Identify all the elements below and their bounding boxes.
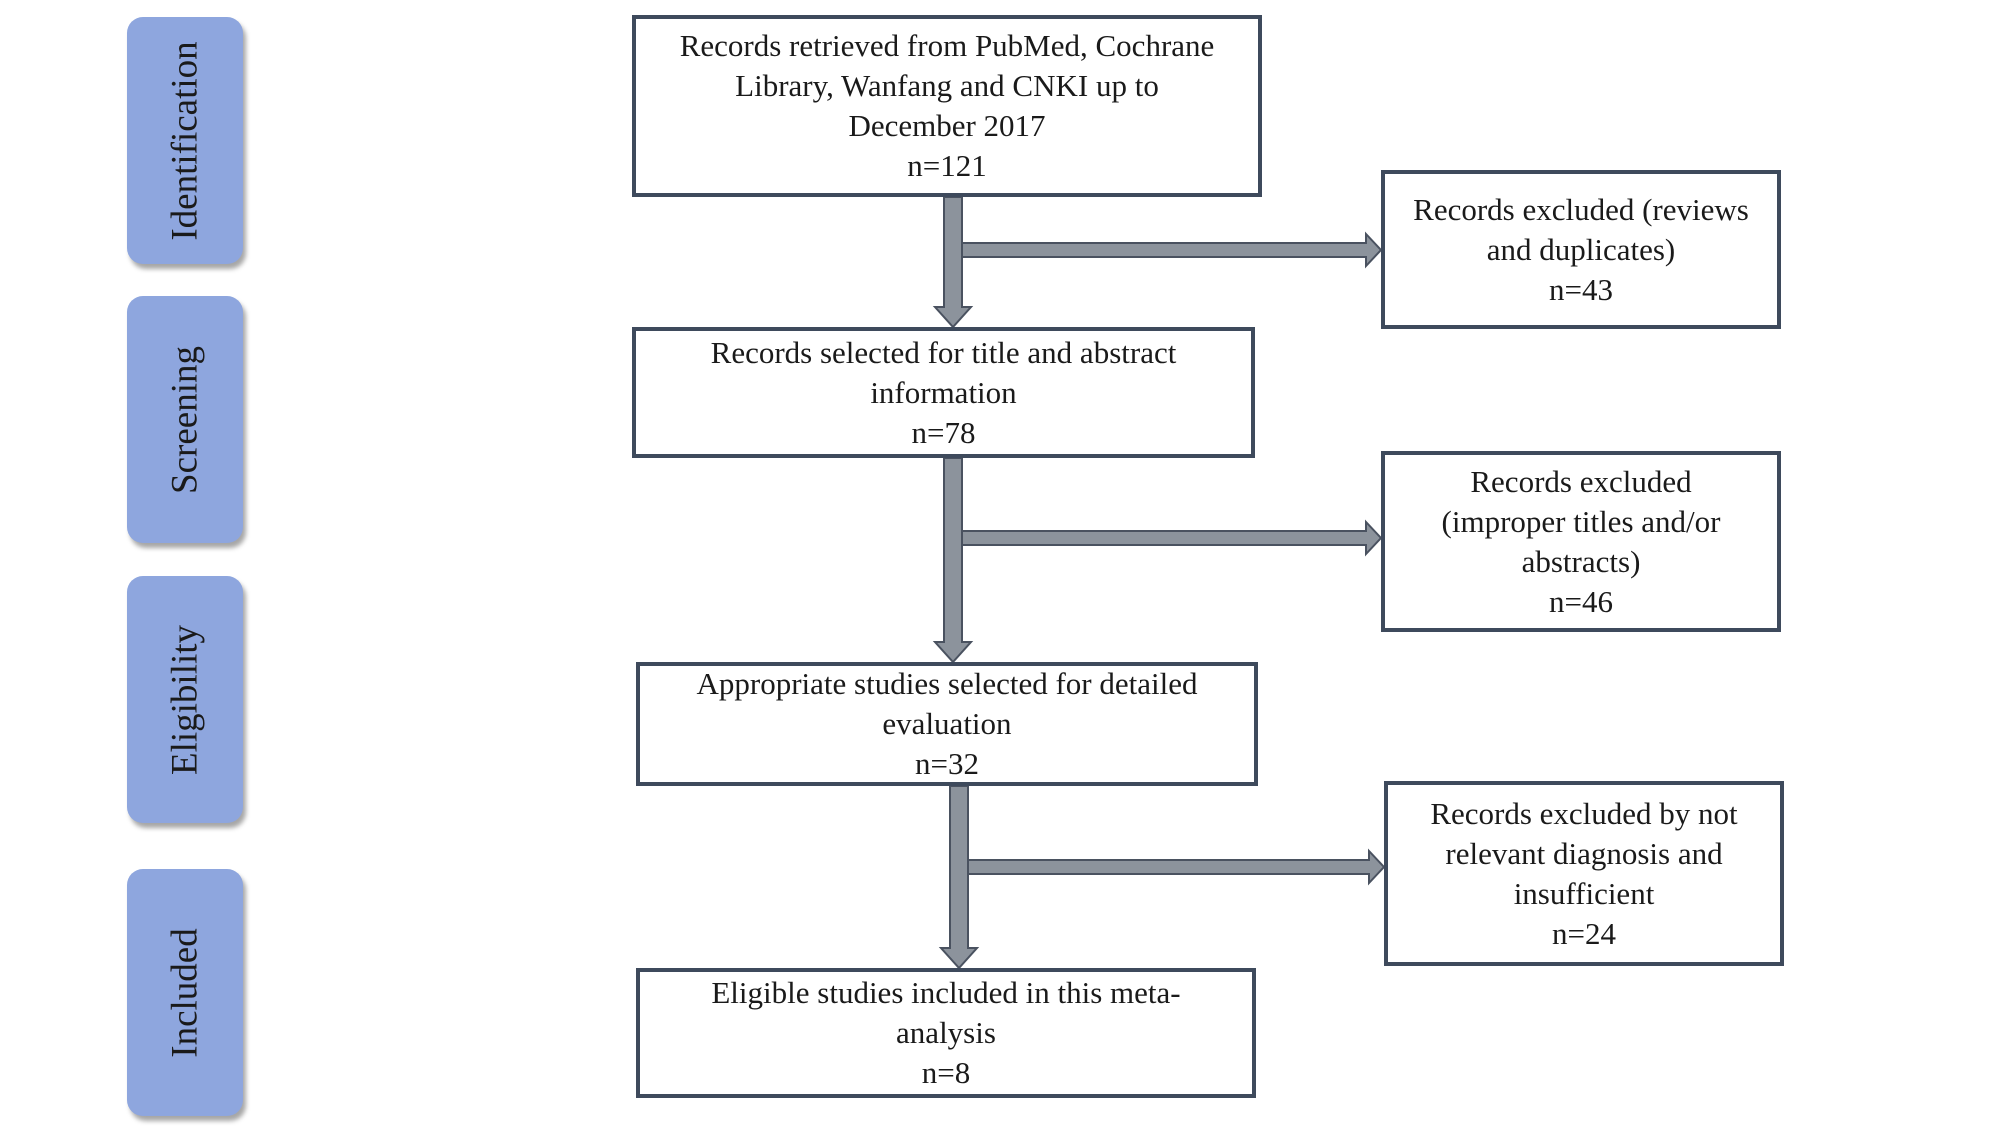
flow-box-records-selected: Records selected for title and abstract … xyxy=(632,327,1255,458)
box-text-line: abstracts) xyxy=(1521,543,1641,579)
box-count: n=121 xyxy=(907,148,987,183)
box-count: n=78 xyxy=(911,414,976,450)
exclusion-box-not-relevant: Records excluded by not relevant diagnos… xyxy=(1384,781,1784,966)
box-count: n=8 xyxy=(921,1055,971,1090)
flow-box-studies-evaluated: Appropriate studies selected for detaile… xyxy=(636,662,1258,786)
exclusion-box-improper-titles: Records excluded (improper titles and/or… xyxy=(1381,451,1781,632)
box-text-line: Records retrieved from PubMed, Cochrane xyxy=(679,28,1215,63)
right-arrow-3 xyxy=(967,848,1386,886)
box-text-line: Eligible studies included in this meta- xyxy=(711,975,1181,1010)
exclusion-box-reviews-duplicates: Records excluded (reviews and duplicates… xyxy=(1381,170,1781,329)
box-text-line: (improper titles and/or xyxy=(1441,503,1721,539)
box-text-line: and duplicates) xyxy=(1486,231,1676,267)
down-arrow-2 xyxy=(932,457,974,664)
stage-eligibility: Eligibility xyxy=(127,576,243,823)
box-text-line: Records excluded (reviews xyxy=(1413,191,1749,227)
down-arrow-3 xyxy=(938,785,980,970)
box-text-line: Library, Wanfang and CNKI up to xyxy=(735,68,1159,103)
box-text-line: Appropriate studies selected for detaile… xyxy=(696,666,1198,701)
box-count: n=32 xyxy=(915,746,979,781)
box-text-line: information xyxy=(870,374,1017,410)
box-text-line: December 2017 xyxy=(848,108,1046,143)
stage-identification: Identification xyxy=(127,17,243,264)
box-text-line: analysis xyxy=(896,1015,996,1050)
box-text-line: evaluation xyxy=(882,706,1012,741)
box-text-line: Records selected for title and abstract xyxy=(710,334,1177,370)
flow-box-records-retrieved: Records retrieved from PubMed, Cochrane … xyxy=(632,15,1262,197)
box-count: n=24 xyxy=(1552,915,1616,951)
down-arrow-1 xyxy=(932,196,974,329)
box-text-line: relevant diagnosis and xyxy=(1445,835,1723,871)
stage-included: Included xyxy=(127,869,243,1116)
box-count: n=43 xyxy=(1549,271,1613,307)
box-text-line: Records excluded xyxy=(1470,463,1692,499)
stage-screening: Screening xyxy=(127,296,243,543)
right-arrow-1 xyxy=(961,231,1383,269)
box-text-line: insufficient xyxy=(1513,875,1655,911)
flow-box-studies-included: Eligible studies included in this meta- … xyxy=(636,968,1256,1098)
box-text-line: Records excluded by not xyxy=(1430,795,1738,831)
box-count: n=46 xyxy=(1549,583,1613,619)
right-arrow-2 xyxy=(961,519,1383,557)
